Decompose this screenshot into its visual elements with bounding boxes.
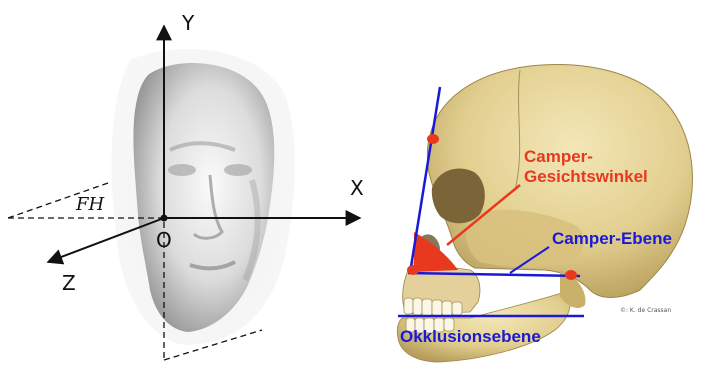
- axis-y-label: Y: [181, 11, 195, 35]
- angle-label-line2: Gesichtswinkel: [524, 167, 648, 186]
- fh-plane-label: FH: [75, 194, 104, 215]
- occlusal-plane-label: Okklusionsebene: [400, 327, 541, 346]
- axis-z-label: Z: [62, 271, 76, 295]
- eye-right: [224, 164, 252, 176]
- eye-left: [168, 164, 196, 176]
- landmark-subnasale: [407, 265, 419, 275]
- landmark-tragion: [565, 270, 577, 280]
- camper-plane-label: Camper-Ebene: [552, 229, 672, 248]
- skull-diagram: Camper- Gesichtswinkel Camper-Ebene Okkl…: [397, 65, 692, 362]
- landmark-glabella: [427, 134, 439, 144]
- camper-angle-sector: [414, 232, 458, 272]
- axis-x-label: X: [350, 176, 364, 200]
- skull-orbit: [432, 169, 485, 224]
- angle-label-line1: Camper-: [524, 147, 593, 166]
- origin-label: O: [156, 228, 172, 252]
- origin-point: [161, 215, 168, 222]
- copyright-note: ©: K. de Crassan: [620, 307, 671, 314]
- head-axes-diagram: Y X Z O FH: [8, 11, 364, 360]
